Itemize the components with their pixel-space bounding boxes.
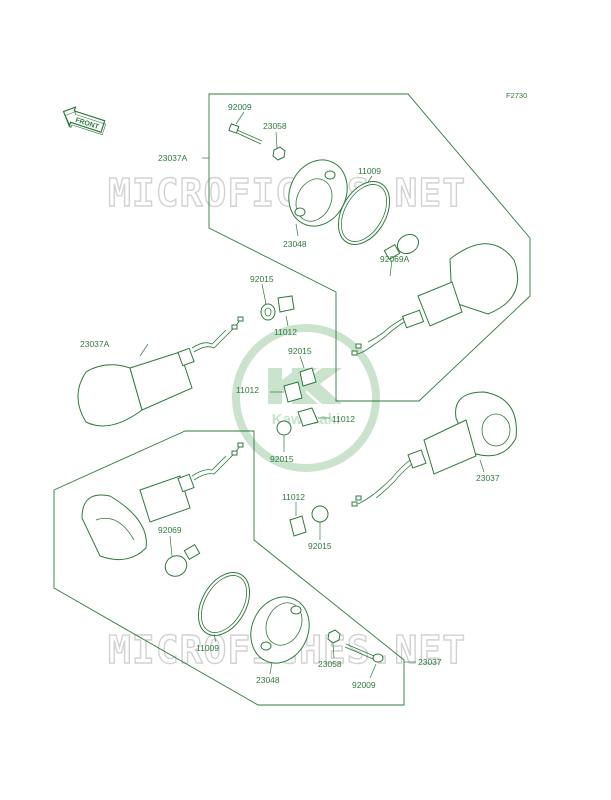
- ring-11009-top: [337, 181, 391, 245]
- bulb-92069: [164, 543, 201, 577]
- spacer-11012-b: [283, 381, 303, 403]
- turn-signal-right-23037: [351, 391, 517, 507]
- grommet-92015-c: [276, 420, 292, 436]
- label-92069: 92069: [158, 525, 182, 535]
- spacer-11012-d: [289, 515, 307, 537]
- label-23037A-top: 23037A: [158, 153, 188, 163]
- label-11012-c: 11012: [332, 414, 355, 424]
- turn-signal-left-23037A: [77, 316, 244, 427]
- turn-signal-upper-right: [351, 243, 519, 356]
- front-arrow-icon: FRONT: [62, 106, 107, 136]
- label-11009-bottom: 11009: [196, 643, 219, 653]
- grommet-92015-b: [299, 367, 317, 387]
- screw-92009-top: [228, 123, 263, 145]
- ring-11009-bottom: [197, 572, 251, 636]
- leader-lines: [139, 111, 485, 679]
- label-23048-top: 23048: [283, 239, 307, 249]
- spacer-11012-a: [277, 295, 295, 313]
- label-92009-bottom: 92009: [352, 680, 376, 690]
- label-23037-bottom: 23037: [418, 657, 442, 667]
- upper-assembly-frame: [208, 93, 531, 402]
- label-11012-d: 11012: [282, 492, 305, 502]
- grommet-92015-d: [311, 505, 329, 523]
- label-92015-d: 92015: [308, 541, 332, 551]
- label-23037A-left: 23037A: [80, 339, 110, 349]
- lens-housing-23048-bottom: [250, 596, 310, 664]
- figure-code: F2730: [506, 91, 527, 100]
- label-23058-top: 23058: [263, 121, 287, 131]
- nut-23058-top: [272, 146, 286, 161]
- bulb-92069A: [383, 233, 420, 261]
- lower-assembly-frame: [53, 430, 405, 706]
- label-92069A: 92069A: [380, 254, 410, 264]
- label-92015-a: 92015: [250, 274, 274, 284]
- part-labels: 92009 23058 23037A 11009 23048 92069A 92…: [80, 102, 500, 690]
- lens-housing-23048-top: [288, 159, 348, 227]
- label-11012-a: 11012: [274, 327, 297, 337]
- label-92009-top: 92009: [228, 102, 252, 112]
- watermark-top: MICROFICHES.NET: [108, 171, 466, 215]
- label-23058-bottom: 23058: [318, 659, 342, 669]
- screw-92009-bottom: [344, 643, 384, 663]
- spacer-11012-c: [297, 407, 319, 427]
- label-92015-b: 92015: [288, 346, 312, 356]
- label-23048-bottom: 23048: [256, 675, 280, 685]
- nut-23058-bottom: [327, 629, 341, 644]
- label-92015-c: 92015: [270, 454, 294, 464]
- turn-signal-lower-housing: [81, 442, 244, 561]
- label-23037-right: 23037: [476, 473, 500, 483]
- label-11009-top: 11009: [358, 166, 381, 176]
- grommet-92015-a: [260, 303, 276, 321]
- label-11012-b: 11012: [236, 385, 259, 395]
